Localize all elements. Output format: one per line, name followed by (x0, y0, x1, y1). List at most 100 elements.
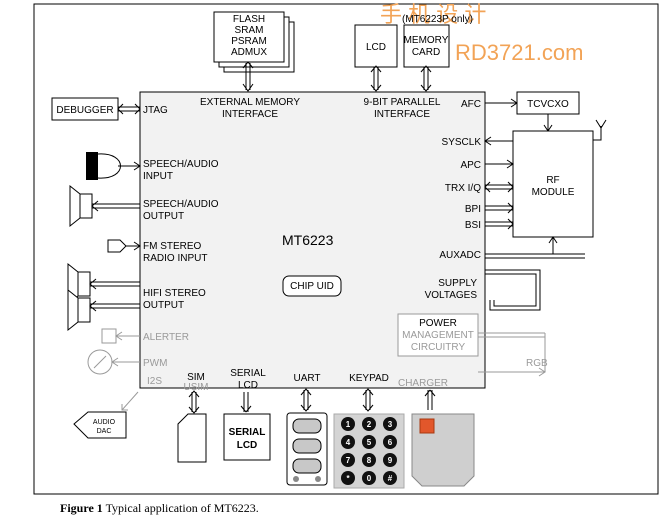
rf-module-label-2: MODULE (532, 187, 575, 198)
keypad-key-label: # (388, 474, 393, 483)
watermark-top: 手 机 设 计 (380, 2, 486, 27)
flash-memory-box (213, 11, 285, 63)
speech-in-label-2: INPUT (143, 171, 173, 182)
lcd-label: LCD (366, 42, 386, 53)
flash-label-3: PSRAM (231, 36, 267, 47)
audio-dac-box (73, 411, 127, 439)
keypad-key (362, 435, 376, 449)
keypad-key-label: 8 (367, 456, 372, 465)
memory-card-note: (MT6223P only) (402, 14, 473, 25)
fm-radio-icon (107, 239, 127, 253)
keypad-key-label: 0 (367, 474, 372, 483)
chip-uid-box (282, 275, 342, 297)
speech-in-label-1: SPEECH/AUDIO (143, 159, 219, 170)
tcvcxo-label: TCVCXO (527, 99, 569, 110)
fm-label-2: RADIO INPUT (143, 253, 207, 264)
audio-dac-label-2: DAC (97, 428, 112, 435)
sim-arrow (188, 390, 200, 414)
sim-label-2: USIM (184, 382, 209, 393)
sysclk-arrow (484, 136, 513, 146)
power-management-box (397, 313, 479, 357)
serial-lcd-label-2: LCD (237, 440, 258, 451)
uart-connector-icon (286, 412, 328, 486)
power-label-3: CIRCUITRY (411, 342, 466, 353)
keypad-key-label: 4 (346, 438, 351, 447)
flash-label-1: FLASH (233, 14, 265, 25)
keypad-key (383, 435, 397, 449)
speech-out-label-2: OUTPUT (143, 211, 184, 222)
jtag-arrow (117, 103, 141, 115)
keypad-key-label: 5 (367, 438, 372, 447)
flash-label-2: SRAM (235, 25, 264, 36)
afc-label: AFC (461, 99, 481, 110)
bpi-label: BPI (465, 204, 481, 215)
flash-bus-arrow (242, 61, 254, 92)
trx-label: TRX I/Q (445, 183, 481, 194)
hifi-speaker-right-body (77, 297, 91, 323)
rf-module-box (512, 130, 594, 238)
debugger-label: DEBUGGER (56, 105, 113, 116)
charger-label: CHARGER (398, 378, 448, 389)
power-label-2: MANAGEMENT (402, 330, 474, 341)
fm-input-arrow (126, 241, 141, 251)
supply-voltage-lines (485, 269, 541, 311)
figure-caption: Figure 1 Typical application of MT6223. (60, 501, 259, 515)
keypad-key (362, 453, 376, 467)
keypad-key (383, 417, 397, 431)
auxadc-label: AUXADC (439, 250, 481, 261)
lcd-bus-arrow (370, 65, 382, 92)
speech-input-arrow (118, 161, 141, 171)
sim-card-icon (177, 413, 207, 463)
memory-card-label-1: MEMORY (404, 35, 449, 46)
uart-label: UART (293, 373, 320, 384)
keypad-label: KEYPAD (349, 373, 389, 384)
keypad-key (362, 417, 376, 431)
figure-frame (33, 3, 659, 495)
keypad-key-label: 9 (388, 456, 393, 465)
hifi-output-arrows (89, 278, 140, 312)
speaker-cone-icon (69, 184, 81, 228)
parallel-interface-1: 9-BIT PARALLEL (364, 97, 441, 108)
speech-output-arrow (91, 200, 140, 212)
pwm-label: PWM (143, 358, 167, 369)
speech-out-label-1: SPEECH/AUDIO (143, 199, 219, 210)
keypad-key-label: 7 (346, 456, 351, 465)
chip-uid-label: CHIP UID (290, 281, 334, 292)
apc-label: APC (460, 160, 481, 171)
charger-plug-icon (419, 418, 435, 434)
memory-card-label-2: CARD (412, 47, 440, 58)
caption-label: Figure 1 (60, 501, 103, 515)
keypad-key (362, 471, 376, 485)
keypad-key-label: 2 (367, 420, 372, 429)
keypad-key (383, 453, 397, 467)
antenna-icon (593, 119, 607, 141)
lcd-box (354, 24, 398, 68)
auxadc-line (485, 236, 585, 259)
alerter-arrow (115, 331, 140, 341)
speaker-body-icon (79, 193, 93, 219)
flash-label-4: ADMUX (231, 47, 267, 58)
pwm-arrow (93, 355, 140, 369)
keypad-key-label: 6 (388, 438, 393, 447)
power-lines (478, 332, 546, 377)
keypad-key-label: 3 (388, 420, 393, 429)
serial-lcd-label-1: SERIAL (229, 427, 266, 438)
charger-arrow (424, 389, 436, 410)
keypad-key (341, 435, 355, 449)
supply-voltages-2: VOLTAGES (425, 290, 478, 301)
microphone-icon (86, 152, 98, 180)
rf-module-label-1: RF (546, 175, 559, 186)
bpi-arrow (485, 202, 514, 214)
tcvcxo-rf-arrow (543, 114, 553, 132)
hifi-label-2: OUTPUT (143, 300, 184, 311)
parallel-interface-2: INTERFACE (374, 109, 430, 120)
sim-label-1: SIM (187, 372, 205, 383)
keypad-key (341, 471, 355, 485)
serial-lcd-if-1: SERIAL (230, 368, 266, 379)
jtag-label: JTAG (143, 105, 168, 116)
afc-arrow (485, 98, 518, 108)
uart-arrow (300, 388, 312, 412)
audio-dac-label-1: AUDIO (93, 419, 116, 426)
alerter-icon (101, 328, 117, 344)
sysclk-label: SYSCLK (442, 137, 482, 148)
